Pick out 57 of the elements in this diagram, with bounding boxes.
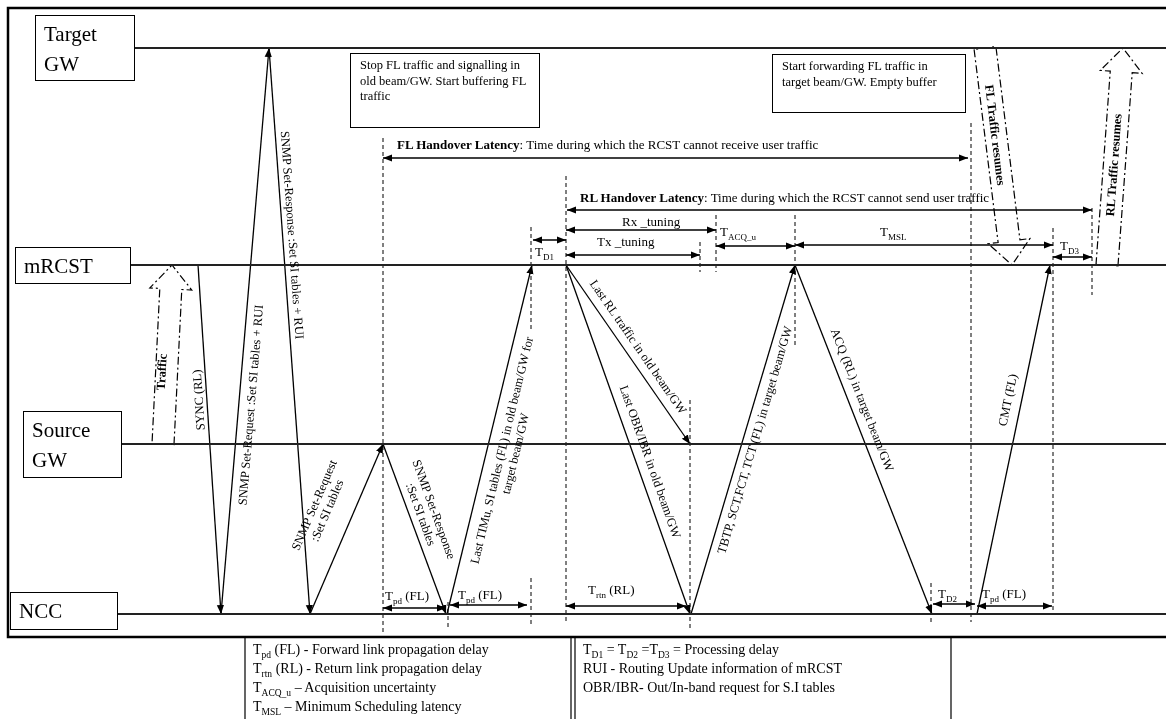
edge-label: RL Traffic resumes	[1103, 113, 1125, 217]
lifeline	[118, 613, 1166, 615]
message-arrow	[565, 264, 691, 615]
message-arrow	[976, 264, 1052, 615]
dimension-label: T$_{D3}$	[1060, 238, 1079, 257]
legend-text: T$_{pd}$ (FL) - Forward link propagation delay	[253, 642, 489, 662]
block-arrow	[148, 264, 194, 446]
edge-label: SNMP Set-Request :Set SI tables + RUI	[235, 304, 267, 506]
dimension-label: Tx _tuning	[597, 234, 655, 250]
edge-label: Traffic	[153, 353, 171, 391]
participant-box	[35, 15, 135, 81]
message-arrow	[690, 264, 796, 615]
edge-label: CMT (FL)	[995, 372, 1021, 428]
dimension-label: T$_{pd}$ (FL)	[458, 587, 503, 606]
legend-text: RUI - Routing Update information of mRCST	[583, 661, 842, 678]
dimension-label: T$_{D2}$	[938, 586, 957, 605]
edge-label: FL Traffic resumes	[981, 83, 1009, 187]
note-box	[350, 53, 540, 128]
message-arrow	[794, 264, 933, 615]
dimension-label: FL Handover Latency: Time during which the RCST cannot receive user traffic	[397, 137, 819, 153]
legend-text: T$_{MSL}$ – Minimum Scheduling latency	[253, 699, 462, 719]
block-arrow	[1095, 47, 1144, 267]
lifeline	[135, 47, 1166, 49]
message-arrow	[446, 264, 534, 615]
dimension-label: RL Handover Latency: Time during which the RCST cannot send user traffic	[580, 190, 990, 206]
legend-text: T$_{rtn}$ (RL) - Return link propagation delay	[253, 661, 483, 681]
dimension-label: T$_{ACQ_u}$	[720, 224, 756, 243]
message-arrow	[565, 264, 691, 445]
dimension-label: T$_{pd}$ (FL)	[982, 586, 1027, 605]
node-label: Source GW	[32, 417, 91, 475]
lifeline	[131, 264, 1166, 266]
edge-label: Last TIMu, SI tables (FL) in old beam/GW for target beam/GW	[467, 334, 538, 568]
dimension-label: T$_{MSL}$	[880, 224, 907, 243]
edge-label: SNMP Set-Response :Set SI tables + RUI	[277, 130, 307, 340]
legend-text: T$_{D1}$ = T$_{D2}$ =T$_{D3}$ = Processing delay	[583, 642, 779, 662]
message-arrow	[220, 47, 272, 615]
legend-text: T$_{ACQ_u}$ – Acquisition uncertainty	[253, 680, 437, 700]
lifeline	[122, 443, 1166, 445]
note-box	[772, 54, 966, 113]
node-label: Stop FL traffic and signalling in old beam/GW. Start buffering FL traffic	[360, 58, 527, 105]
dimension-label: T$_{rtn}$ (RL)	[588, 582, 635, 601]
message-arrow	[382, 443, 447, 615]
dimension-label: T$_{D1}$	[535, 244, 554, 263]
node-label: NCC	[19, 598, 64, 625]
message-arrow	[197, 264, 224, 615]
node-label: Start forwarding FL traffic in target beam/GW. Empty buffer	[782, 59, 938, 91]
message-arrow	[268, 47, 313, 615]
dimension-label: T$_{pd}$ (FL)	[385, 588, 430, 607]
participant-box	[15, 247, 131, 284]
node-label: Target GW	[44, 21, 98, 79]
legend-text: OBR/IBR- Out/In-band request for S.I tables	[583, 680, 835, 697]
message-arrow	[309, 443, 384, 615]
edge-label: SYNC (RL)	[189, 369, 209, 431]
participant-box	[23, 411, 122, 478]
node-label: mRCST	[24, 253, 94, 280]
participant-box	[10, 592, 118, 630]
dimension-label: Rx _tuning	[622, 214, 681, 230]
